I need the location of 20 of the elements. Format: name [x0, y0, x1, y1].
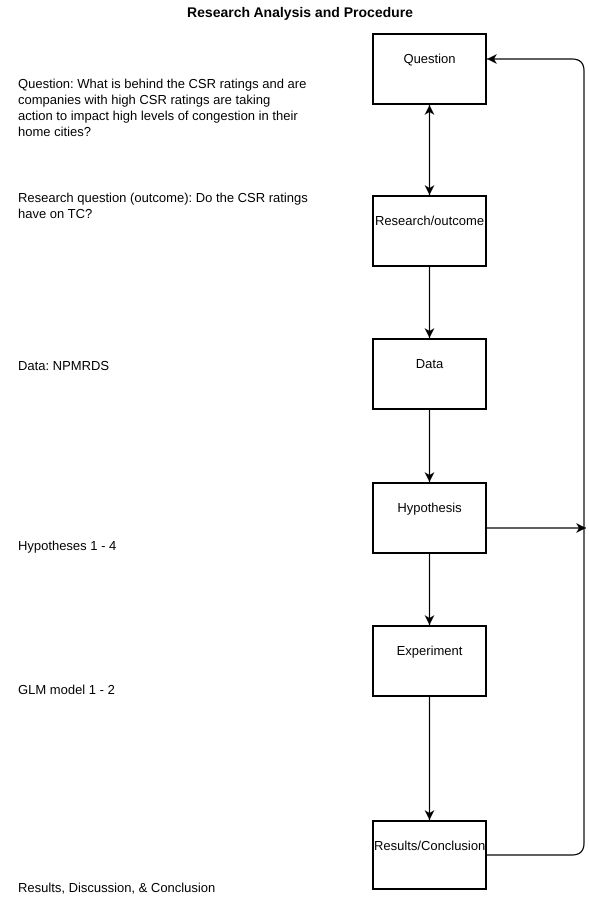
arrow: [424, 267, 434, 338]
process-box: Data: [372, 338, 487, 410]
arrow: [424, 410, 434, 482]
note-text: Hypotheses 1 - 4: [18, 538, 118, 554]
process-box: Research/outcome: [372, 195, 487, 267]
arrow: [424, 697, 434, 820]
arrow: [424, 554, 434, 625]
arrow: [487, 54, 585, 856]
process-box: Results/Conclusion: [372, 820, 487, 890]
diagram-title: Research Analysis and Procedure: [186, 4, 414, 20]
note-text: Question: What is behind the CSR ratings and are companies with high CSR ratings are taking action to impact high levels of congestion in their home cities?: [18, 76, 308, 140]
arrow: [487, 523, 586, 533]
arrow: [424, 105, 434, 195]
process-box: Hypothesis: [372, 482, 487, 554]
note-text: Results, Discussion, & Conclusion: [18, 880, 216, 896]
process-box: Question: [372, 33, 487, 105]
process-box: Experiment: [372, 625, 487, 697]
note-text: Data: NPMRDS: [18, 358, 110, 374]
note-text: Research question (outcome): Do the CSR ratings have on TC?: [18, 190, 308, 222]
note-text: GLM model 1 - 2: [18, 682, 116, 698]
